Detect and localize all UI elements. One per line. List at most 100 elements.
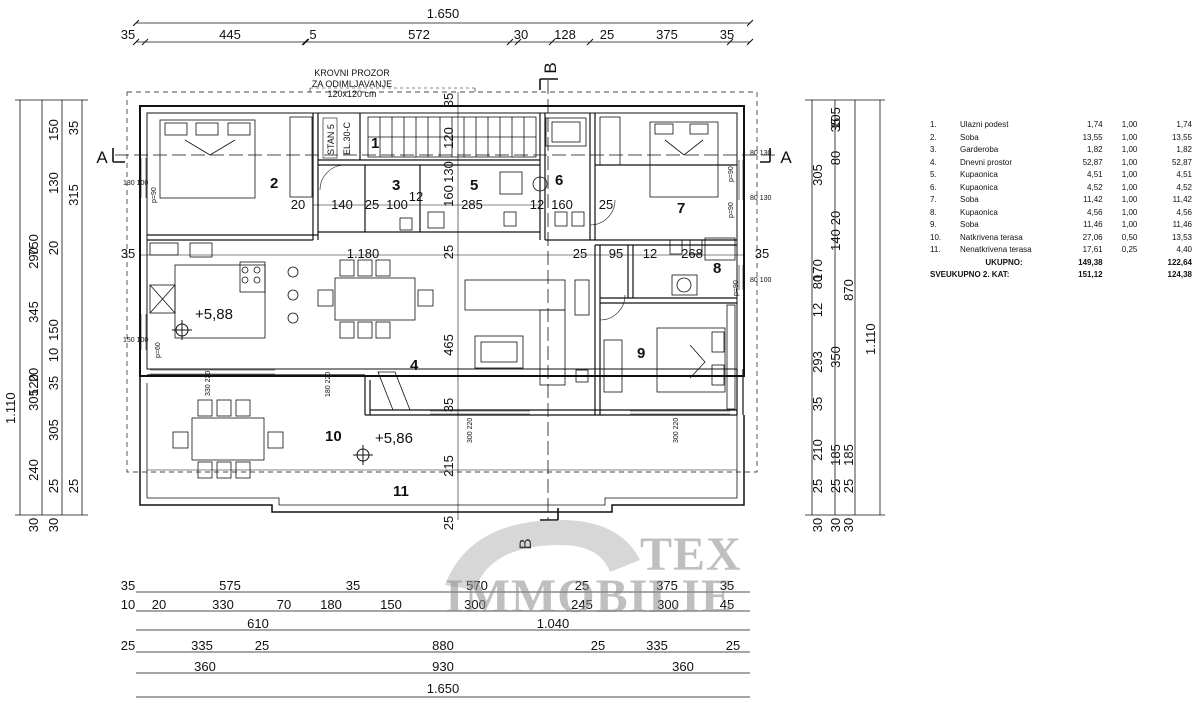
- dim-right: 80: [810, 275, 825, 289]
- legend-cell-n: 10.: [930, 232, 942, 242]
- dim-left: 315: [66, 184, 81, 206]
- window-note: 130 100: [123, 180, 148, 187]
- dim-top: 375: [656, 27, 678, 42]
- dim-bottom: 25: [591, 638, 605, 653]
- room-6-label: 6: [555, 172, 563, 189]
- dim-top: 128: [554, 27, 576, 42]
- dim-bottom: 20: [152, 597, 166, 612]
- room-7-label: 7: [677, 200, 685, 217]
- window-note: 80 130: [750, 150, 772, 157]
- roof-window-note: 120x120 cm: [327, 89, 376, 99]
- dim-int: 12: [530, 197, 544, 212]
- dim-left: 345: [26, 301, 41, 323]
- window-note: p=60: [155, 342, 162, 358]
- dim-bottom: 360: [672, 659, 694, 674]
- room-2-label: 2: [270, 175, 278, 192]
- bottom-dimensions: [136, 591, 750, 698]
- legend-cell-name: Garderoba: [960, 145, 999, 154]
- dim-int: 285: [461, 197, 483, 212]
- window-note: 80 130: [750, 195, 772, 202]
- watermark: TEX IMMOBILIE: [445, 520, 741, 623]
- legend-cell-k: 1,00: [1121, 120, 1138, 129]
- room-11-label: 11: [393, 483, 409, 500]
- dim-int: 35: [121, 246, 135, 261]
- legend-cell-name: Nenatkrivena terasa: [960, 245, 1032, 254]
- legend-cell-b: 4,52: [1176, 182, 1192, 192]
- dim-right: 305: [810, 164, 825, 186]
- dim-right: 35: [810, 397, 825, 411]
- dim-int: 160: [441, 185, 456, 207]
- legend-cell-k: 0,50: [1121, 232, 1138, 242]
- dim-int: 12: [409, 189, 423, 204]
- dim-int: 465: [441, 334, 456, 356]
- legend-cell-k: 1,00: [1121, 182, 1138, 192]
- dim-bottom: 1.040: [537, 616, 570, 631]
- legend-cell-name: Soba: [960, 132, 979, 142]
- legend-cell-a: 52,87: [1082, 157, 1103, 167]
- dim-right: 25: [828, 479, 843, 493]
- dim-left: 35: [46, 376, 61, 390]
- legend-cell-name: Kupaonica: [960, 170, 998, 179]
- dim-left: 305: [26, 389, 41, 411]
- legend-cell-a: 11,46: [1083, 220, 1103, 229]
- dim-bottom: 300: [464, 597, 486, 612]
- dim-right: 30: [828, 518, 843, 532]
- dim-right: 20: [828, 211, 843, 225]
- legend-cell-n: 5.: [930, 170, 937, 179]
- dim-left: 150: [46, 119, 61, 141]
- legend-cell-b: 11,46: [1172, 220, 1192, 229]
- sveukupno-gross: 151,12: [1078, 270, 1103, 279]
- dim-bottom: 25: [575, 578, 589, 593]
- dim-bottom: 360: [194, 659, 216, 674]
- dim-int: 25: [441, 516, 456, 530]
- window-note: p=90: [728, 166, 735, 182]
- dim-bottom: 335: [646, 638, 668, 653]
- legend-cell-k: 1,00: [1121, 195, 1138, 204]
- legend-cell-b: 13,55: [1171, 132, 1192, 142]
- dim-bottom: 330: [212, 597, 234, 612]
- dim-right: 185: [841, 444, 856, 466]
- dim-right: 210: [810, 439, 825, 461]
- dim-left: 25: [46, 479, 61, 493]
- legend-cell-name: Dnevni prostor: [960, 157, 1013, 167]
- dim-top: 25: [600, 27, 614, 42]
- legend-cell-b: 52,87: [1171, 157, 1192, 167]
- dim-bottom: 375: [656, 578, 678, 593]
- dim-int: 35: [441, 93, 456, 107]
- legend-cell-n: 9.: [930, 220, 937, 229]
- dim-right: 293: [810, 351, 825, 373]
- window-note: p=90: [728, 202, 735, 218]
- section-arrows: [112, 78, 771, 521]
- legend-cell-name: Soba: [960, 195, 979, 204]
- window-note: 80 100: [750, 277, 772, 284]
- dim-bottom: 575: [219, 578, 241, 593]
- legend-cell-b: 1,74: [1176, 120, 1192, 129]
- legend-cell-k: 1,00: [1121, 145, 1138, 154]
- section-a-left: A: [96, 148, 108, 167]
- dim-int: 25: [573, 246, 587, 261]
- dim-int: 25: [599, 197, 613, 212]
- dim-bottom: 150: [380, 597, 402, 612]
- stan-note: STAN 5: [326, 124, 336, 155]
- legend-cell-a: 27,06: [1082, 232, 1103, 242]
- section-b-bottom: B: [516, 538, 535, 549]
- dim-right-total: 1.110: [863, 323, 878, 355]
- legend-cell-n: 3.: [930, 145, 937, 154]
- dim-bottom: 335: [191, 638, 213, 653]
- dim-bottom-total: 1.650: [427, 681, 460, 696]
- ukupno-label: UKUPNO:: [985, 257, 1023, 267]
- dim-left: 25: [66, 479, 81, 493]
- legend-cell-k: 1,00: [1121, 132, 1138, 142]
- dim-int: 130: [441, 161, 456, 183]
- dim-right: 25: [841, 479, 856, 493]
- legend-cell-a: 1,82: [1087, 145, 1103, 154]
- dim-left: 120: [26, 374, 41, 396]
- dim-bottom: 930: [432, 659, 454, 674]
- dim-right: 12: [810, 303, 825, 317]
